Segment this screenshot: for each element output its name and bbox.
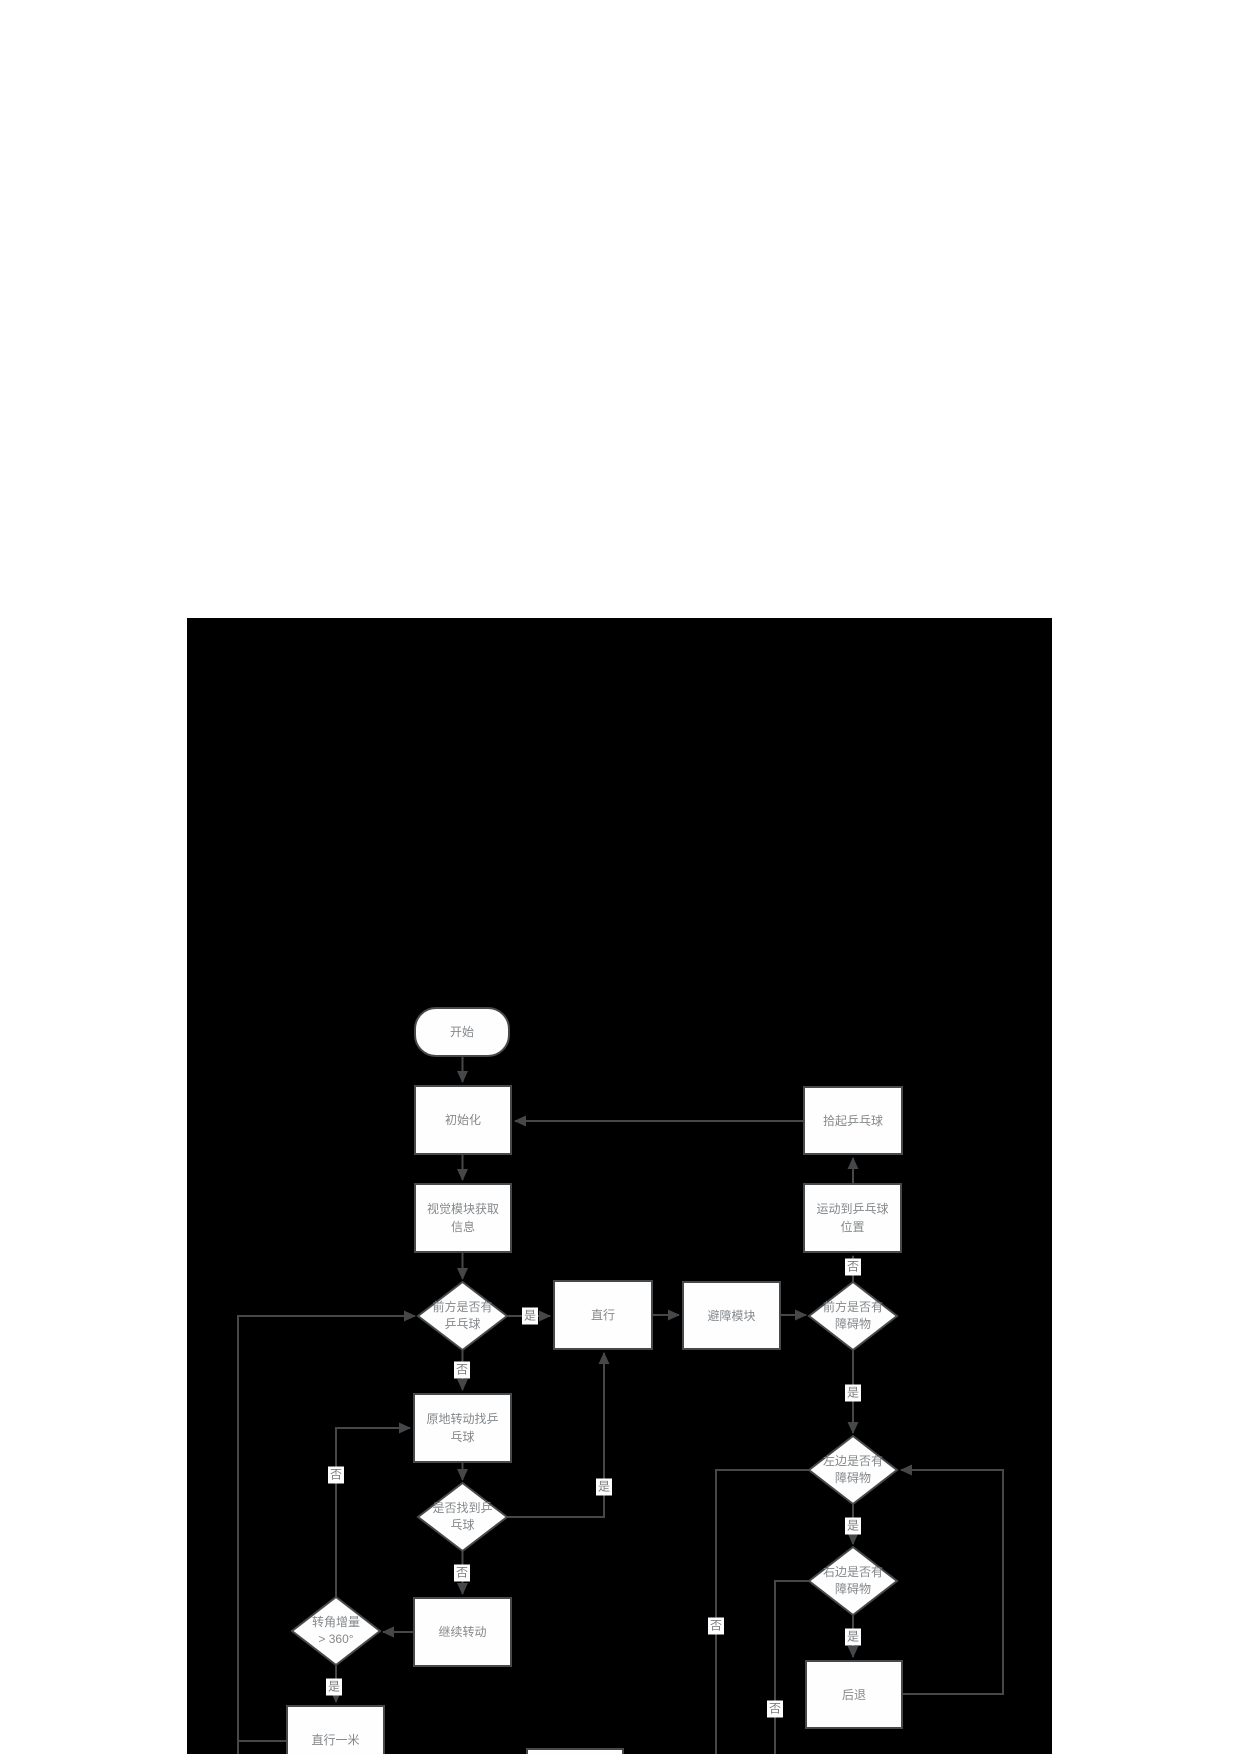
node-start: 开始 <box>414 1007 510 1057</box>
decision-has-obstacle-ahead-shape <box>807 1280 899 1352</box>
decision-angle-increment-label: 转角增量 > 360° <box>311 1615 361 1646</box>
branch-label-yes-ball: 是 <box>521 1307 539 1325</box>
decision-has-obstacle-left-label: 左边是否有 障碍物 <box>822 1454 884 1485</box>
branch-label-no-angle: 否 <box>327 1466 345 1484</box>
decision-has-ball-ahead-shape <box>416 1280 509 1352</box>
edge-left-no-down <box>715 1469 809 1754</box>
branch-label-no-found: 否 <box>453 1564 471 1582</box>
decision-has-obstacle-right-label: 右边是否有 障碍物 <box>822 1565 884 1596</box>
node-rotate-in-place: 原地转动找乒 乓球 <box>413 1393 512 1463</box>
branch-label-yes-found: 是 <box>595 1478 613 1496</box>
branch-label-no-ball: 否 <box>453 1361 471 1379</box>
branch-label-yes-right: 是 <box>844 1628 862 1646</box>
decision-angle-increment-shape <box>290 1595 382 1667</box>
node-bottom-partial <box>526 1748 624 1754</box>
decision-found-ball-label: 是否找到乒 乓球 <box>432 1501 493 1532</box>
decision-has-ball-ahead-label: 前方是否有 乒乓球 <box>432 1300 493 1331</box>
edge-back-loop-to-left-decision <box>900 1464 1004 1695</box>
node-move-to-ball: 运动到乒乓球 位置 <box>803 1183 902 1253</box>
branch-label-yes-angle: 是 <box>325 1678 343 1696</box>
branch-label-yes-obstacle-ahead: 是 <box>844 1384 862 1402</box>
branch-label-yes-left: 是 <box>844 1517 862 1535</box>
branch-label-no-obstacle-ahead: 否 <box>844 1258 862 1276</box>
node-keep-rotating: 继续转动 <box>413 1597 512 1667</box>
decision-found-ball-shape <box>416 1481 509 1553</box>
edge-one-meter-loop-to-ball-decision <box>237 1310 416 1754</box>
flowchart-canvas: 开始 初始化 视觉模块获取 信息 直行 避障模块 拾起乒乓球 运动到乒乓球 位置… <box>187 618 1052 1754</box>
node-avoid-module: 避障模块 <box>682 1281 781 1350</box>
branch-label-no-left: 否 <box>707 1617 725 1635</box>
node-pick-up-ball: 拾起乒乓球 <box>803 1086 903 1155</box>
branch-label-no-right: 否 <box>766 1700 784 1718</box>
node-go-one-meter: 直行一米 <box>286 1705 385 1754</box>
decision-has-obstacle-right-shape <box>807 1545 899 1617</box>
edge-angle-no-to-rotate <box>335 1422 411 1597</box>
node-go-back: 后退 <box>805 1660 903 1729</box>
decision-has-obstacle-left-shape <box>807 1434 899 1506</box>
edge-found-yes-to-straight <box>507 1352 610 1518</box>
decision-has-obstacle-ahead-label: 前方是否有 障碍物 <box>822 1300 884 1331</box>
node-init: 初始化 <box>414 1085 512 1155</box>
edge-right-no-down <box>774 1580 809 1754</box>
node-vision: 视觉模块获取 信息 <box>414 1183 512 1253</box>
connector-layer <box>237 1057 1004 1754</box>
node-go-straight: 直行 <box>553 1280 653 1350</box>
